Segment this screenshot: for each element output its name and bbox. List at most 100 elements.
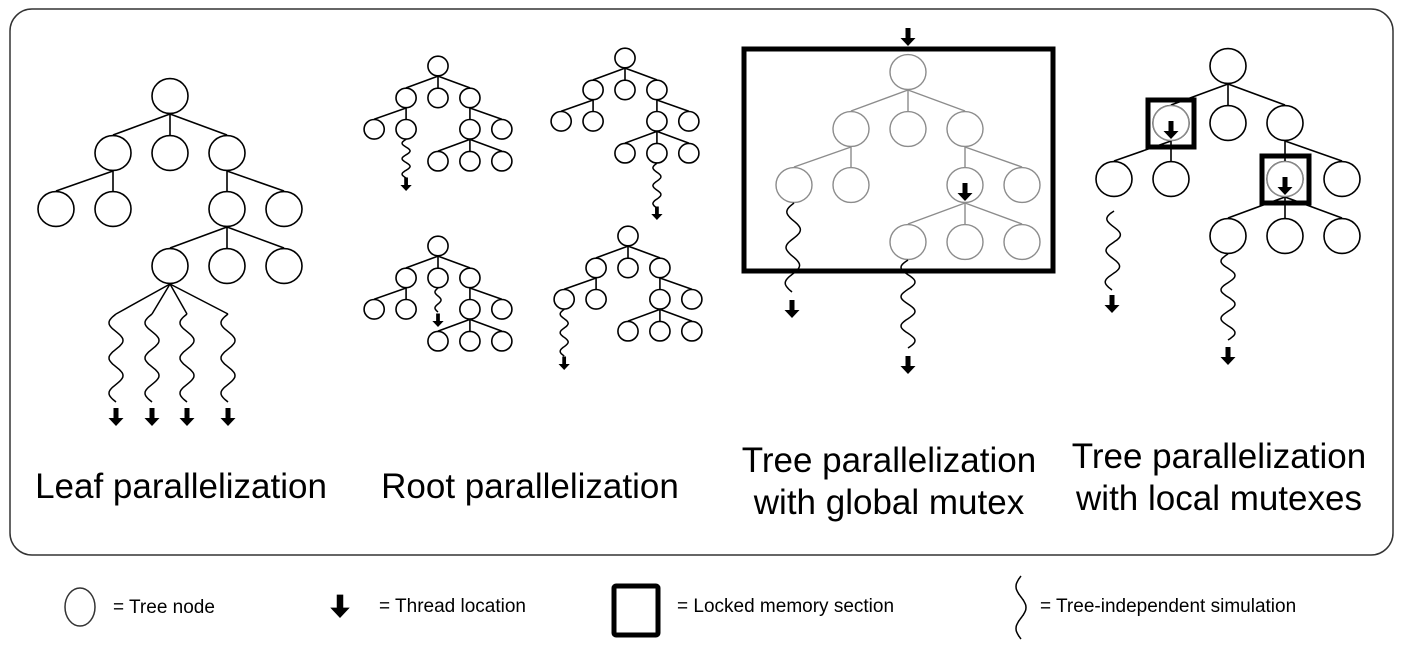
- tree-edge: [850, 89, 909, 112]
- tree-node: [646, 142, 668, 164]
- tree-node: [582, 79, 604, 101]
- tree-edge: [112, 113, 171, 136]
- tree-edge: [437, 318, 471, 332]
- tree-edge: [373, 287, 407, 300]
- thread-arrow-icon: [1163, 121, 1179, 139]
- tree-node: [1266, 217, 1304, 255]
- legend-square-icon: [611, 583, 661, 638]
- tree-edge: [907, 89, 966, 112]
- legend-label-thread-location: = Thread location: [379, 596, 526, 617]
- panel-leaf-parallelization: [37, 77, 303, 426]
- simulation-wavy-line: [220, 313, 236, 403]
- legend-label-tree-node: = Tree node: [113, 597, 215, 618]
- tree-node: [459, 87, 481, 109]
- simulation-wavy-line: [144, 313, 160, 403]
- local-mutex-lock-box: [1259, 153, 1312, 206]
- tree-edge: [659, 308, 693, 322]
- legend-label-locked-memory: = Locked memory section: [677, 596, 895, 617]
- tree-edge: [627, 308, 661, 322]
- simulation-wavy-line: [179, 313, 195, 403]
- thread-arrow-icon: [432, 313, 444, 327]
- legend-circle-icon: [64, 587, 96, 627]
- tree-node: [585, 288, 607, 310]
- tree-node: [680, 288, 703, 310]
- tree-node: [646, 79, 668, 101]
- panel-root-parallelization: [363, 47, 703, 370]
- tree-node: [459, 267, 481, 289]
- tree-node: [617, 225, 639, 247]
- tree-node: [1209, 217, 1247, 255]
- thread-arrow-icon: [1104, 295, 1120, 313]
- tree-node: [363, 298, 386, 320]
- tree-edge: [469, 107, 503, 120]
- tree-node: [614, 79, 636, 101]
- thread-arrow-icon: [1220, 347, 1236, 365]
- tree-node: [395, 118, 417, 140]
- simulation-wavy-line: [401, 138, 411, 179]
- tree-edge: [55, 170, 114, 192]
- caption-tree-global-line-2: with global mutex: [753, 483, 1025, 522]
- global-mutex-lock-box: [741, 46, 1056, 274]
- tree-node: [427, 55, 449, 77]
- caption-leaf: Leaf parallelization: [20, 466, 342, 508]
- simulation-wavy-line: [1015, 575, 1027, 640]
- simulation-wavy-line: [559, 308, 569, 357]
- tree-node: [427, 235, 449, 257]
- panel-tree-global-mutex: [741, 28, 1056, 374]
- thread-arrow-icon: [784, 300, 800, 318]
- thread-arrow-icon: [651, 206, 663, 220]
- tree-node: [832, 110, 870, 148]
- tree-node: [946, 223, 984, 261]
- tree-node: [208, 247, 246, 285]
- tree-node: [1003, 166, 1041, 204]
- thread-arrow-icon: [1277, 177, 1293, 195]
- tree-node: [677, 142, 700, 164]
- tree-node: [585, 257, 607, 279]
- caption-tree-global-line-1: Tree parallelization: [741, 441, 1037, 480]
- tree-edge: [469, 287, 503, 300]
- caption-leaf-line-1: Leaf parallelization: [35, 467, 327, 506]
- tree-node: [649, 320, 671, 342]
- tree-node: [490, 150, 513, 172]
- figure-frame: [9, 8, 1394, 556]
- legend-symbols: [64, 575, 1027, 640]
- tree-edge: [469, 138, 503, 152]
- simulation-wavy-line: [900, 259, 916, 349]
- tree-node: [94, 190, 132, 228]
- tree-node: [151, 134, 189, 172]
- tree-edge: [964, 202, 1023, 225]
- tree-edge: [226, 170, 285, 192]
- tree-node: [1209, 104, 1247, 142]
- tree-node: [1323, 160, 1361, 198]
- tree-node: [582, 110, 604, 132]
- simulation-wavy-line: [434, 287, 442, 313]
- tree-edge: [169, 113, 228, 136]
- thread-arrow-icon: [144, 408, 160, 426]
- tree-node: [427, 267, 449, 289]
- tree-node: [490, 330, 513, 352]
- tree-node: [946, 110, 984, 148]
- tree-edge: [907, 202, 966, 225]
- thread-arrow-icon: [900, 356, 916, 374]
- tree-node: [459, 298, 481, 320]
- tree-edge: [115, 283, 171, 315]
- tree-edge: [624, 130, 658, 144]
- tree-edge: [169, 283, 229, 315]
- thread-arrow-icon: [400, 177, 412, 191]
- tree-edge: [151, 283, 171, 315]
- tree-edge: [659, 277, 693, 290]
- tree-node: [832, 166, 870, 204]
- simulation-wavy-line: [784, 202, 802, 293]
- tree-node: [490, 298, 513, 320]
- tree-edge: [437, 75, 471, 89]
- tree-edge: [469, 318, 503, 332]
- tree-edge: [656, 130, 690, 144]
- thread-arrow-icon: [957, 183, 973, 201]
- tree-node: [363, 118, 386, 140]
- tree-edge: [592, 67, 626, 81]
- caption-tree-local-line-2: with local mutexes: [1076, 479, 1362, 518]
- caption-tree-local-line-1: Tree parallelization: [1071, 437, 1367, 476]
- legend-label-simulation: = Tree-independent simulation: [1040, 596, 1297, 617]
- tree-edge: [1284, 140, 1343, 162]
- simulation-wavy-line: [108, 313, 124, 403]
